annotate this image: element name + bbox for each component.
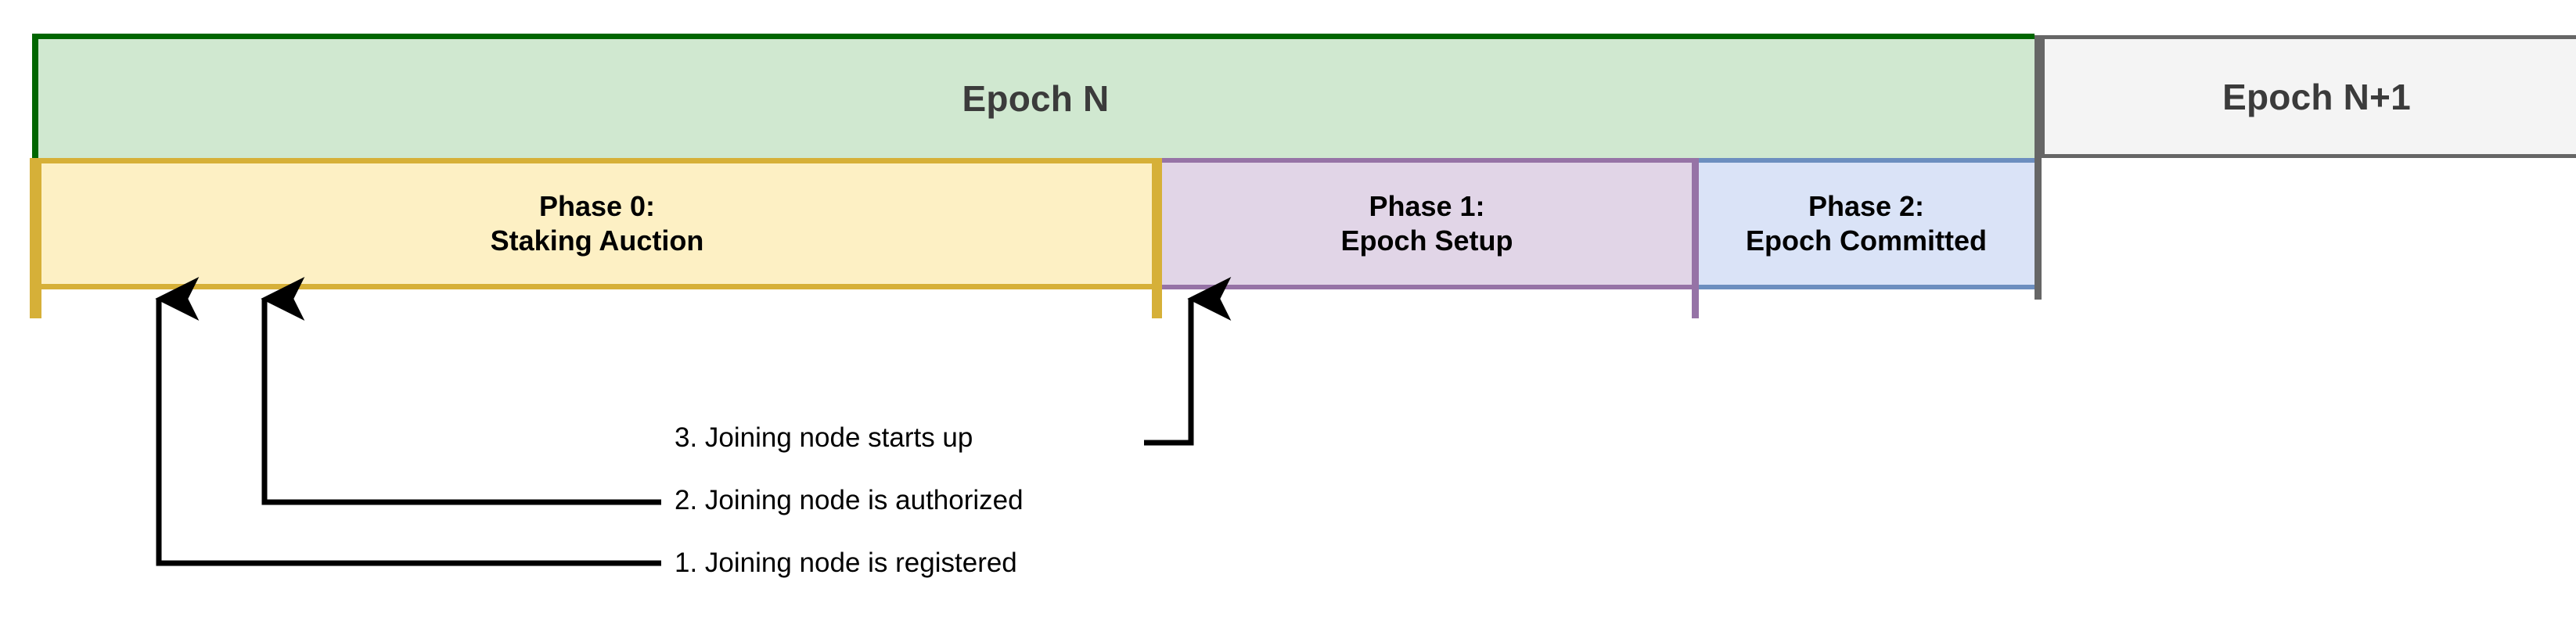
phase-1-subtitle: Epoch Setup [1340, 224, 1513, 257]
callout-3-connector [1144, 277, 1232, 446]
phase-1-end-marker [1692, 158, 1699, 318]
epoch-n-plus-1-box: Epoch N+1 [2041, 35, 2576, 158]
callout-2-label: 2. Joining node is authorized [675, 485, 1024, 515]
callout-1-label: 1. Joining node is registered [675, 548, 1017, 578]
phase-0-box: Phase 0: Staking Auction [37, 158, 1157, 289]
phase-0-title: Phase 0: [538, 190, 656, 223]
phase-2-title: Phase 2: [1808, 190, 1925, 223]
epoch-n-label: Epoch N [962, 78, 1110, 119]
callout-1-connector [155, 277, 661, 566]
epoch-boundary-marker [2035, 35, 2042, 300]
epoch-start-marker [32, 34, 38, 158]
phase-0-start-marker [30, 158, 41, 318]
epoch-n-box: Epoch N [37, 34, 2035, 158]
phase-2-box: Phase 2: Epoch Committed [1696, 158, 2036, 289]
callout-2-connector [261, 277, 661, 505]
phase-1-title: Phase 1: [1369, 190, 1485, 223]
phase-2-subtitle: Epoch Committed [1745, 224, 1987, 257]
epoch-n-plus-1-label: Epoch N+1 [2222, 76, 2411, 117]
phase-0-end-marker [1152, 158, 1162, 318]
callout-3-label: 3. Joining node starts up [675, 422, 973, 453]
phase-1-box: Phase 1: Epoch Setup [1157, 158, 1696, 289]
phase-0-subtitle: Staking Auction [490, 224, 704, 257]
